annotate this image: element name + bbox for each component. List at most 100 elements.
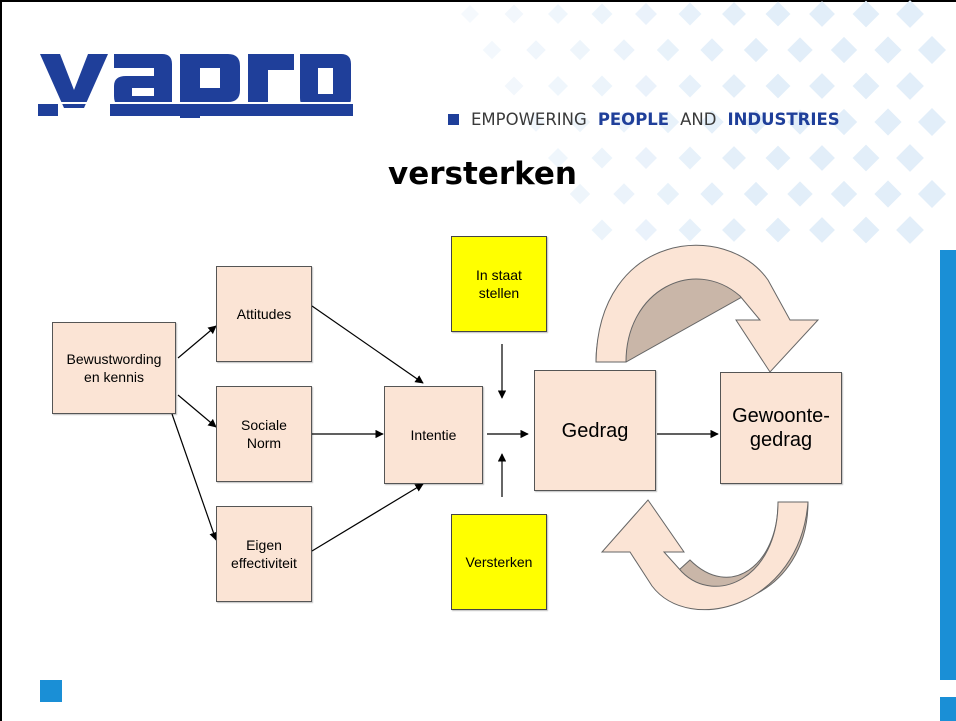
- diamond-shape: [722, 74, 746, 98]
- diamond-shape: [635, 75, 657, 97]
- diamond-shape: [830, 180, 858, 208]
- node-eigen-effectiviteit: Eigen effectiviteit: [216, 506, 312, 602]
- diamond-shape: [830, 108, 858, 136]
- tagline-word-2: PEOPLE: [597, 109, 670, 129]
- diamond-shape: [787, 181, 813, 207]
- diamond-shape: [569, 39, 591, 61]
- diamond-shape: [548, 76, 568, 96]
- diamond-shape: [743, 109, 769, 135]
- node-sociale-norm-label: Sociale Norm: [241, 417, 287, 451]
- diamond-shape: [918, 108, 946, 136]
- node-gedrag-label: Gedrag: [561, 419, 629, 442]
- diamond-shape: [591, 3, 613, 25]
- diamond-shape: [743, 181, 769, 207]
- diamond-shape: [635, 219, 657, 241]
- diamond-shape: [526, 112, 546, 132]
- arrow-eigen-intentie: [311, 483, 424, 552]
- corner-square-decoration: [40, 680, 62, 702]
- diamond-shape: [548, 148, 568, 168]
- diamond-shape: [765, 217, 791, 243]
- diamond-shape: [787, 109, 813, 135]
- tagline-square-icon: [448, 113, 459, 125]
- diamond-shape: [591, 75, 613, 97]
- node-sociale-norm: Sociale Norm: [216, 386, 312, 482]
- diamond-shape: [722, 2, 746, 26]
- node-versterken-label: Versterken: [465, 554, 533, 570]
- diamond-shape: [852, 0, 880, 28]
- node-attitudes: Attitudes: [216, 266, 312, 362]
- node-in-staat-stellen-label: In staat stellen: [476, 267, 522, 301]
- diamond-shape: [809, 217, 835, 243]
- diamond-shape: [830, 36, 858, 64]
- diamond-shape: [678, 74, 702, 98]
- node-eigen-effectiviteit-label: Eigen effectiviteit: [231, 537, 297, 571]
- arrow-bewustwording-sociale-norm: [177, 394, 217, 428]
- diamond-shape: [874, 180, 902, 208]
- diamond-shape: [678, 218, 702, 242]
- diamond-shape: [526, 40, 546, 60]
- node-in-staat-stellen: In staat stellen: [451, 236, 547, 332]
- slide-title: versterken: [388, 156, 577, 192]
- node-gedrag: Gedrag: [534, 370, 656, 491]
- diamond-shape: [700, 38, 724, 62]
- diamond-shape: [635, 3, 657, 25]
- diamond-shape: [591, 147, 613, 169]
- diamond-shape: [569, 183, 591, 205]
- tagline-word-4: INDUSTRIES: [727, 109, 840, 129]
- diamond-shape: [482, 40, 502, 60]
- node-bewustwording: Bewustwording en kennis: [52, 322, 176, 414]
- diamond-shape: [874, 108, 902, 136]
- diamond-shape: [809, 1, 835, 27]
- node-bewustwording-label: Bewustwording en kennis: [66, 351, 162, 385]
- node-gewoontegedrag-label: Gewoonte- gedrag: [732, 405, 830, 451]
- diamond-shape: [896, 72, 924, 100]
- diamond-shape: [613, 111, 635, 133]
- diamond-shape: [743, 37, 769, 63]
- cycle-arrow-top: [595, 244, 820, 373]
- node-gewoontegedrag: Gewoonte- gedrag: [720, 372, 842, 484]
- diamond-shape: [722, 218, 746, 242]
- diamond-shape: [809, 73, 835, 99]
- arrow-bewustwording-eigen: [171, 413, 218, 541]
- arrow-bewustwording-attitudes: [177, 325, 217, 359]
- diamond-shape: [635, 147, 657, 169]
- diamond-shape: [765, 1, 791, 27]
- diamond-shape: [504, 76, 524, 96]
- diamond-shape: [896, 144, 924, 172]
- diamond-shape: [678, 146, 702, 170]
- cycle-arrow-bottom: [600, 499, 809, 611]
- right-accent-bar-bottom: [940, 697, 956, 721]
- node-intentie-label: Intentie: [410, 427, 457, 443]
- tagline-word-3: AND: [680, 109, 717, 129]
- diamond-shape: [852, 72, 880, 100]
- diamond-shape: [765, 73, 791, 99]
- diamond-shape: [918, 180, 946, 208]
- node-attitudes-label: Attitudes: [236, 306, 292, 322]
- diamond-shape: [656, 182, 680, 206]
- diamond-shape: [765, 145, 791, 171]
- tagline-word-1: EMPOWERING: [471, 109, 587, 129]
- diamond-shape: [548, 4, 568, 24]
- diamond-shape: [918, 36, 946, 64]
- node-intentie: Intentie: [384, 386, 483, 484]
- diamond-shape: [852, 216, 880, 244]
- diamond-shape: [722, 146, 746, 170]
- diamond-shape: [656, 110, 680, 134]
- arrow-attitudes-intentie: [311, 305, 424, 384]
- node-versterken: Versterken: [451, 514, 547, 610]
- diamond-shape: [591, 219, 613, 241]
- diamond-shape: [809, 145, 835, 171]
- diamond-shape: [504, 4, 524, 24]
- diamond-shape: [700, 110, 724, 134]
- diamond-shape: [613, 39, 635, 61]
- diamond-shape: [787, 37, 813, 63]
- diamond-shape: [896, 0, 924, 28]
- vapro-logo: [38, 54, 353, 118]
- tagline: EMPOWERING PEOPLE AND INDUSTRIES: [448, 108, 845, 130]
- diamond-shape: [613, 183, 635, 205]
- right-accent-bar: [940, 250, 956, 680]
- diamond-shape: [896, 216, 924, 244]
